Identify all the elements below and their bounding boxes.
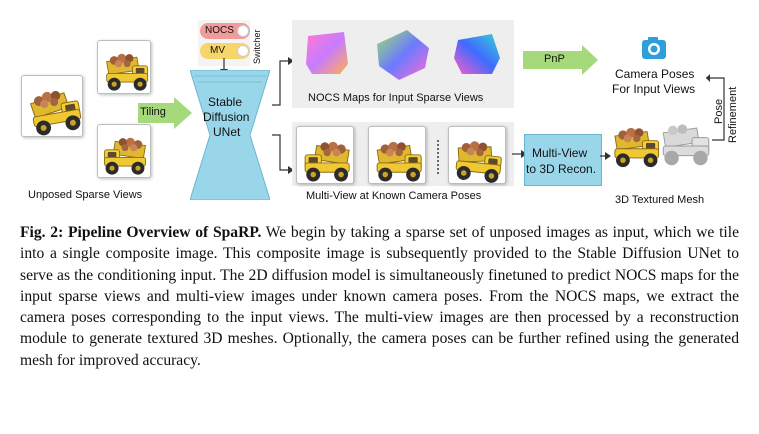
caption-text: We begin by taking a sparse set of unpos… — [20, 224, 739, 369]
pnp-label: PnP — [544, 53, 565, 65]
pnp-arrow-head — [582, 45, 598, 75]
pipeline-figure: Unposed Sparse Views Tiling NOCS MV Swit… — [0, 0, 759, 215]
nocs-map-2 — [371, 24, 433, 84]
toggle-switch-icon — [237, 45, 249, 57]
unet-label-line1: Stable — [208, 95, 243, 109]
multiview-image-1 — [296, 126, 354, 184]
tiling-arrow — [138, 103, 176, 123]
dump-truck-toy-icon — [28, 86, 82, 136]
refinement-label: Refinement — [727, 86, 739, 143]
recon-label-line1: Multi-View — [532, 146, 588, 160]
nocs-map-3 — [448, 24, 506, 82]
dump-truck-toy-icon — [106, 53, 149, 92]
unet-output-arrows — [272, 57, 294, 174]
recon-label-line2: to 3D Recon. — [526, 162, 597, 176]
tiling-label: Tiling — [140, 106, 166, 118]
unet-label-line2: Diffusion — [203, 110, 250, 124]
dump-truck-toy-icon — [304, 141, 350, 183]
dump-truck-toy-icon — [376, 141, 422, 183]
camera-poses-label-line1: Camera Poses — [615, 67, 695, 81]
tiling-arrow-head — [174, 97, 192, 129]
multiview-image-2 — [368, 126, 426, 184]
multiview-image-3 — [448, 126, 506, 184]
pnp-arrow — [523, 51, 583, 69]
unet-label-line3: UNet — [213, 125, 241, 139]
pose-refinement-arrow — [706, 74, 725, 141]
dump-truck-toy-icon — [103, 137, 147, 176]
switcher-label: Switcher — [252, 29, 262, 64]
camera-icon — [642, 37, 666, 59]
caption-label: Fig. 2: — [20, 224, 64, 241]
caption-title: Pipeline Overview of SpaRP. — [68, 224, 262, 241]
camera-poses-label-line2: For Input Views — [612, 82, 696, 96]
input-view-2 — [97, 40, 151, 94]
nocs-map-1 — [300, 24, 354, 82]
recon-output-arrow — [600, 152, 611, 160]
nocs-toggle-label: NOCS — [205, 25, 234, 36]
textured-mesh-label: 3D Textured Mesh — [615, 194, 705, 206]
stable-diffusion-unet — [190, 70, 270, 200]
multiview-known-label: Multi-View at Known Camera Poses — [306, 190, 482, 202]
figure-caption: Fig. 2: Pipeline Overview of SpaRP. We b… — [20, 222, 739, 371]
3d-textured-mesh — [614, 124, 710, 168]
ellipsis-dots — [437, 140, 441, 174]
toggle-switch-icon — [237, 25, 249, 37]
nocs-maps-label: NOCS Maps for Input Sparse Views — [308, 92, 484, 104]
input-view-3 — [97, 124, 151, 178]
multiview-to-3d-recon-box — [524, 134, 602, 186]
input-view-1 — [21, 75, 83, 137]
mv-toggle-label: MV — [210, 45, 225, 56]
unposed-sparse-views-label: Unposed Sparse Views — [28, 189, 143, 201]
dump-truck-toy-icon — [454, 139, 504, 183]
